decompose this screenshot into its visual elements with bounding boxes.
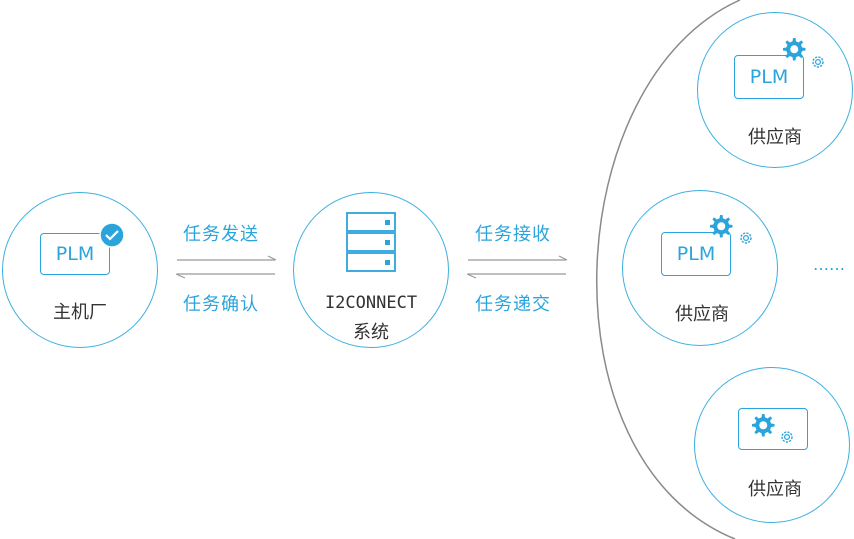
flow-arrows-right — [466, 255, 568, 279]
system-suffix: 系统 — [353, 322, 389, 343]
flow-arrows-left — [175, 255, 277, 279]
gear-icon — [710, 215, 733, 238]
supplier-1-plm-box: PLM — [734, 55, 804, 99]
task-confirm-label: 任务确认 — [183, 294, 259, 315]
supplier-3-label: 供应商 — [748, 479, 802, 500]
small-gear-icon — [781, 431, 793, 443]
oem-label: 主机厂 — [53, 302, 107, 323]
server-icon — [346, 212, 396, 272]
task-receive-label: 任务接收 — [475, 224, 551, 245]
supplier-1-label: 供应商 — [748, 127, 802, 148]
task-deliver-label: 任务递交 — [475, 294, 551, 315]
more-suppliers-ellipsis: …… — [813, 255, 845, 274]
supplier-2-plm-box: PLM — [661, 232, 731, 276]
oem-plm-box: PLM — [40, 233, 110, 275]
gear-icon — [783, 38, 806, 61]
system-name: I2CONNECT — [324, 293, 418, 313]
supplier-3-plm-box — [738, 408, 808, 450]
small-gear-icon — [812, 56, 824, 68]
gear-icon — [752, 414, 775, 437]
oem-plm-label: PLM — [55, 243, 95, 265]
supplier-2-label: 供应商 — [675, 304, 729, 325]
supplier-2-plm-label: PLM — [676, 243, 716, 265]
check-icon — [99, 222, 125, 248]
supplier-1-plm-label: PLM — [749, 66, 789, 88]
small-gear-icon — [740, 232, 752, 244]
task-send-label: 任务发送 — [183, 224, 259, 245]
